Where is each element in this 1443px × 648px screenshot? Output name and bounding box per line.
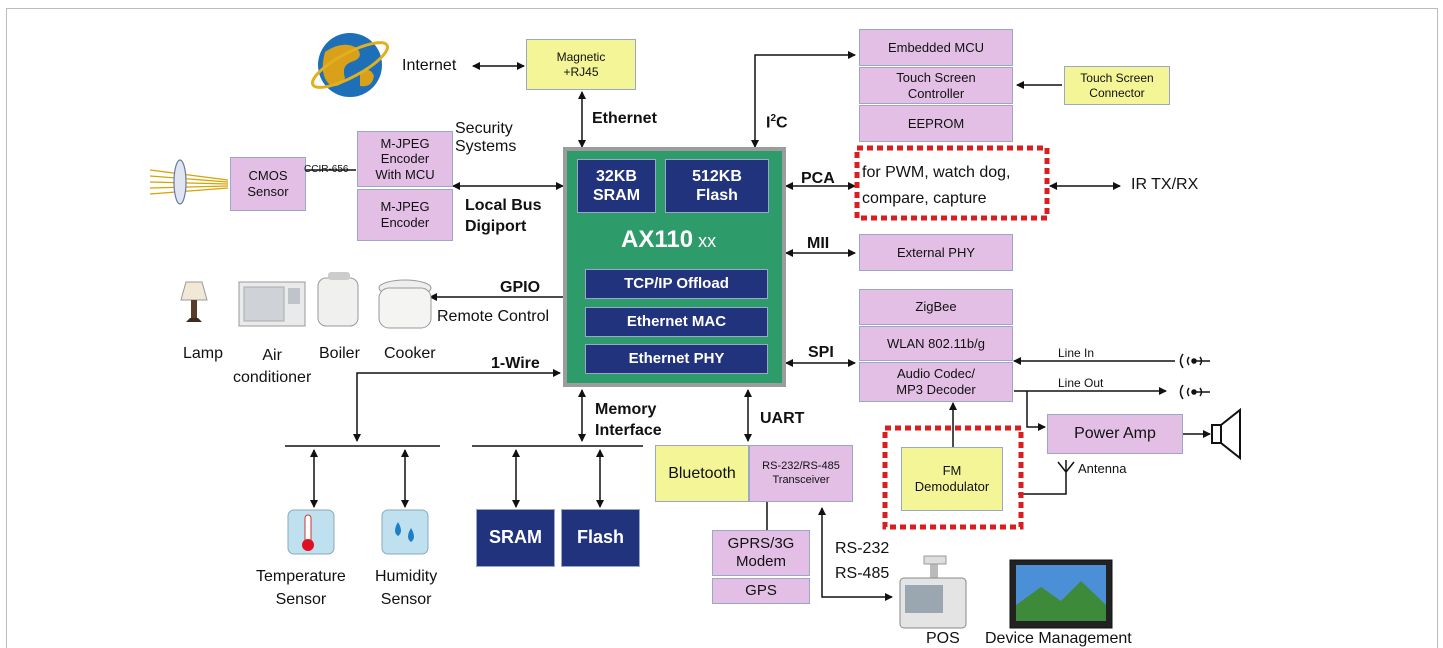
- lamp-icon: [180, 281, 208, 322]
- fm-dashed-box: [882, 425, 1024, 530]
- speaker-icon: [1211, 407, 1241, 461]
- mjpeg-encoder-mcu-box: M-JPEG Encoder With MCU: [357, 131, 453, 187]
- mii-label: MII: [807, 235, 830, 252]
- memory-interface-label: Memory Interface: [595, 401, 662, 439]
- one-wire-label: 1-Wire: [491, 355, 540, 372]
- pos-label: POS: [926, 630, 960, 647]
- air-conditioner-icon: [238, 281, 306, 327]
- temperature-sensor-label: Temperature Sensor: [256, 568, 346, 609]
- chip-name: AX110 xx: [621, 226, 717, 253]
- humidity-icon: [381, 509, 429, 555]
- ethernet-phy-box: Ethernet PHY: [585, 344, 768, 374]
- mjpeg-encoder-box: M-JPEG Encoder: [357, 189, 453, 241]
- ir-txrx-label: IR TX/RX: [1131, 176, 1199, 193]
- magnetic-rj45-box: Magnetic +RJ45: [526, 39, 636, 90]
- i2c-label: I2C: [766, 113, 788, 132]
- boiler-label: Boiler: [319, 345, 360, 362]
- tcp-offload-box: TCP/IP Offload: [585, 269, 768, 299]
- gpio-label: GPIO: [500, 279, 541, 296]
- line-in-label: Line In: [1058, 346, 1095, 360]
- line-out-label: Line Out: [1058, 376, 1104, 390]
- gps-box: GPS: [712, 578, 810, 604]
- rs-transceiver-box: RS-232/RS-485 Transceiver: [749, 445, 853, 502]
- audio-codec-box: Audio Codec/ MP3 Decoder: [859, 362, 1013, 402]
- pca-dashed-box: [854, 145, 1050, 221]
- chip-sram-box: 32KB SRAM: [577, 159, 656, 213]
- ext-sram-box: SRAM: [476, 509, 555, 567]
- zigbee-box: ZigBee: [859, 289, 1013, 325]
- thermometer-icon: [287, 509, 335, 555]
- spi-label: SPI: [808, 344, 834, 361]
- gprs-modem-box: GPRS/3G Modem: [712, 530, 810, 576]
- globe-icon: [310, 33, 390, 97]
- external-phy-box: External PHY: [859, 234, 1013, 271]
- antenna-label: Antenna: [1078, 461, 1127, 476]
- cooker-icon: [378, 279, 432, 329]
- monitor-icon: [1009, 559, 1113, 629]
- cooker-label: Cooker: [384, 345, 436, 362]
- wlan-box: WLAN 802.11b/g: [859, 326, 1013, 361]
- pos-terminal-icon: [899, 555, 967, 629]
- fm-demodulator-box: FM Demodulator: [901, 447, 1003, 511]
- rs232-rs485-label: RS-232 RS-485: [835, 540, 890, 582]
- local-bus-label: Local Bus Digiport: [465, 197, 542, 235]
- touch-controller-box: Touch Screen Controller: [859, 67, 1013, 104]
- diagram-frame: [6, 8, 1438, 648]
- humidity-sensor-label: Humidity Sensor: [375, 568, 438, 609]
- security-systems-label: Security Systems: [455, 120, 517, 156]
- lamp-label: Lamp: [183, 345, 224, 362]
- camera-lens-icon: [149, 159, 229, 205]
- air-conditioner-label: Air conditioner: [233, 347, 312, 387]
- line-in-jack-icon: [1179, 353, 1210, 369]
- ethernet-mac-box: Ethernet MAC: [585, 307, 768, 337]
- bluetooth-box: Bluetooth: [655, 445, 749, 502]
- pca-label: PCA: [801, 170, 835, 187]
- ethernet-label: Ethernet: [592, 110, 657, 127]
- ext-flash-box: Flash: [561, 509, 640, 567]
- remote-control-label: Remote Control: [437, 308, 550, 325]
- cmos-sensor-box: CMOS Sensor: [230, 157, 306, 211]
- pwm-watchdog-label: for PWM, watch dog, compare, capture: [862, 164, 1011, 207]
- uart-label: UART: [760, 410, 805, 427]
- device-management-label: Device Management: [985, 630, 1132, 647]
- touch-connector-box: Touch Screen Connector: [1064, 66, 1170, 105]
- line-out-jack-icon: [1179, 384, 1210, 400]
- chip-flash-box: 512KB Flash: [665, 159, 769, 213]
- ccir-label: CCIR-656: [304, 164, 349, 175]
- power-amp-box: Power Amp: [1047, 414, 1183, 454]
- embedded-mcu-box: Embedded MCU: [859, 29, 1013, 66]
- internet-label: Internet: [402, 57, 457, 74]
- eeprom-box: EEPROM: [859, 105, 1013, 142]
- boiler-icon: [317, 272, 359, 327]
